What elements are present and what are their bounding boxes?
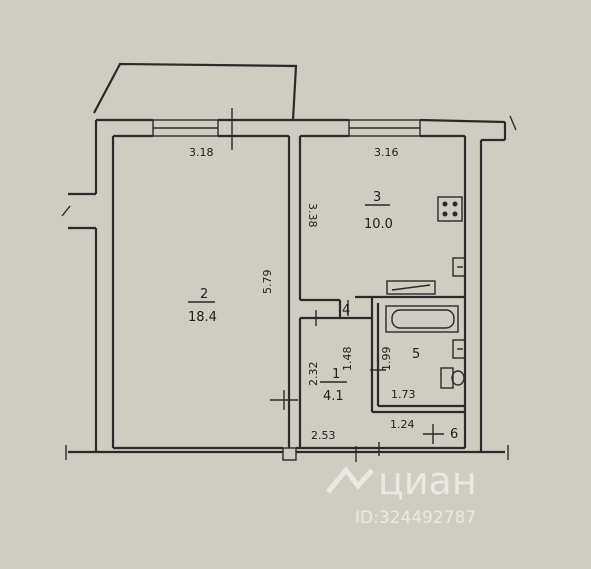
stove-icon — [437, 196, 463, 222]
sink-icon — [452, 257, 466, 277]
ventilation-icon — [386, 280, 436, 295]
room-6-number: 6 — [450, 427, 458, 442]
dim-room3-length: 3.38 — [306, 203, 319, 228]
watermark-brand: циан — [378, 459, 477, 503]
room-5-number: 5 — [412, 347, 420, 362]
exterior-walls — [61, 115, 517, 461]
toilet-icon — [440, 367, 465, 389]
dim-hall-length: 2.32 — [307, 362, 320, 387]
washbasin-icon — [452, 339, 466, 359]
dim-hall-width: 2.53 — [311, 429, 336, 442]
room-2-area: 18.4 — [188, 310, 217, 325]
dim-closet-width: 1.24 — [390, 418, 415, 431]
room-3-area: 10.0 — [364, 217, 393, 232]
watermark-id: ID:324492787 — [355, 508, 476, 528]
interior-walls — [287, 136, 465, 448]
dim-room3-width: 3.16 — [374, 146, 399, 159]
bathtub-icon — [385, 305, 459, 333]
dimension-ticks — [226, 108, 444, 462]
room-2-number: 2 — [200, 287, 208, 302]
room-4-number: 4 — [342, 303, 350, 318]
watermark: циан ID:324492787 — [326, 459, 477, 528]
dim-bath-length: 1.99 — [380, 347, 393, 372]
dim-room2-width: 3.18 — [189, 146, 214, 159]
room-1-area: 4.1 — [323, 389, 344, 404]
room-3-number: 3 — [373, 190, 381, 205]
balcony-outline — [93, 62, 298, 121]
dim-room2-length: 5.79 — [261, 270, 274, 295]
dim-bath-width: 1.73 — [391, 388, 416, 401]
dim-closet-length: 1.48 — [341, 347, 354, 372]
room-1-number: 1 — [332, 367, 340, 382]
